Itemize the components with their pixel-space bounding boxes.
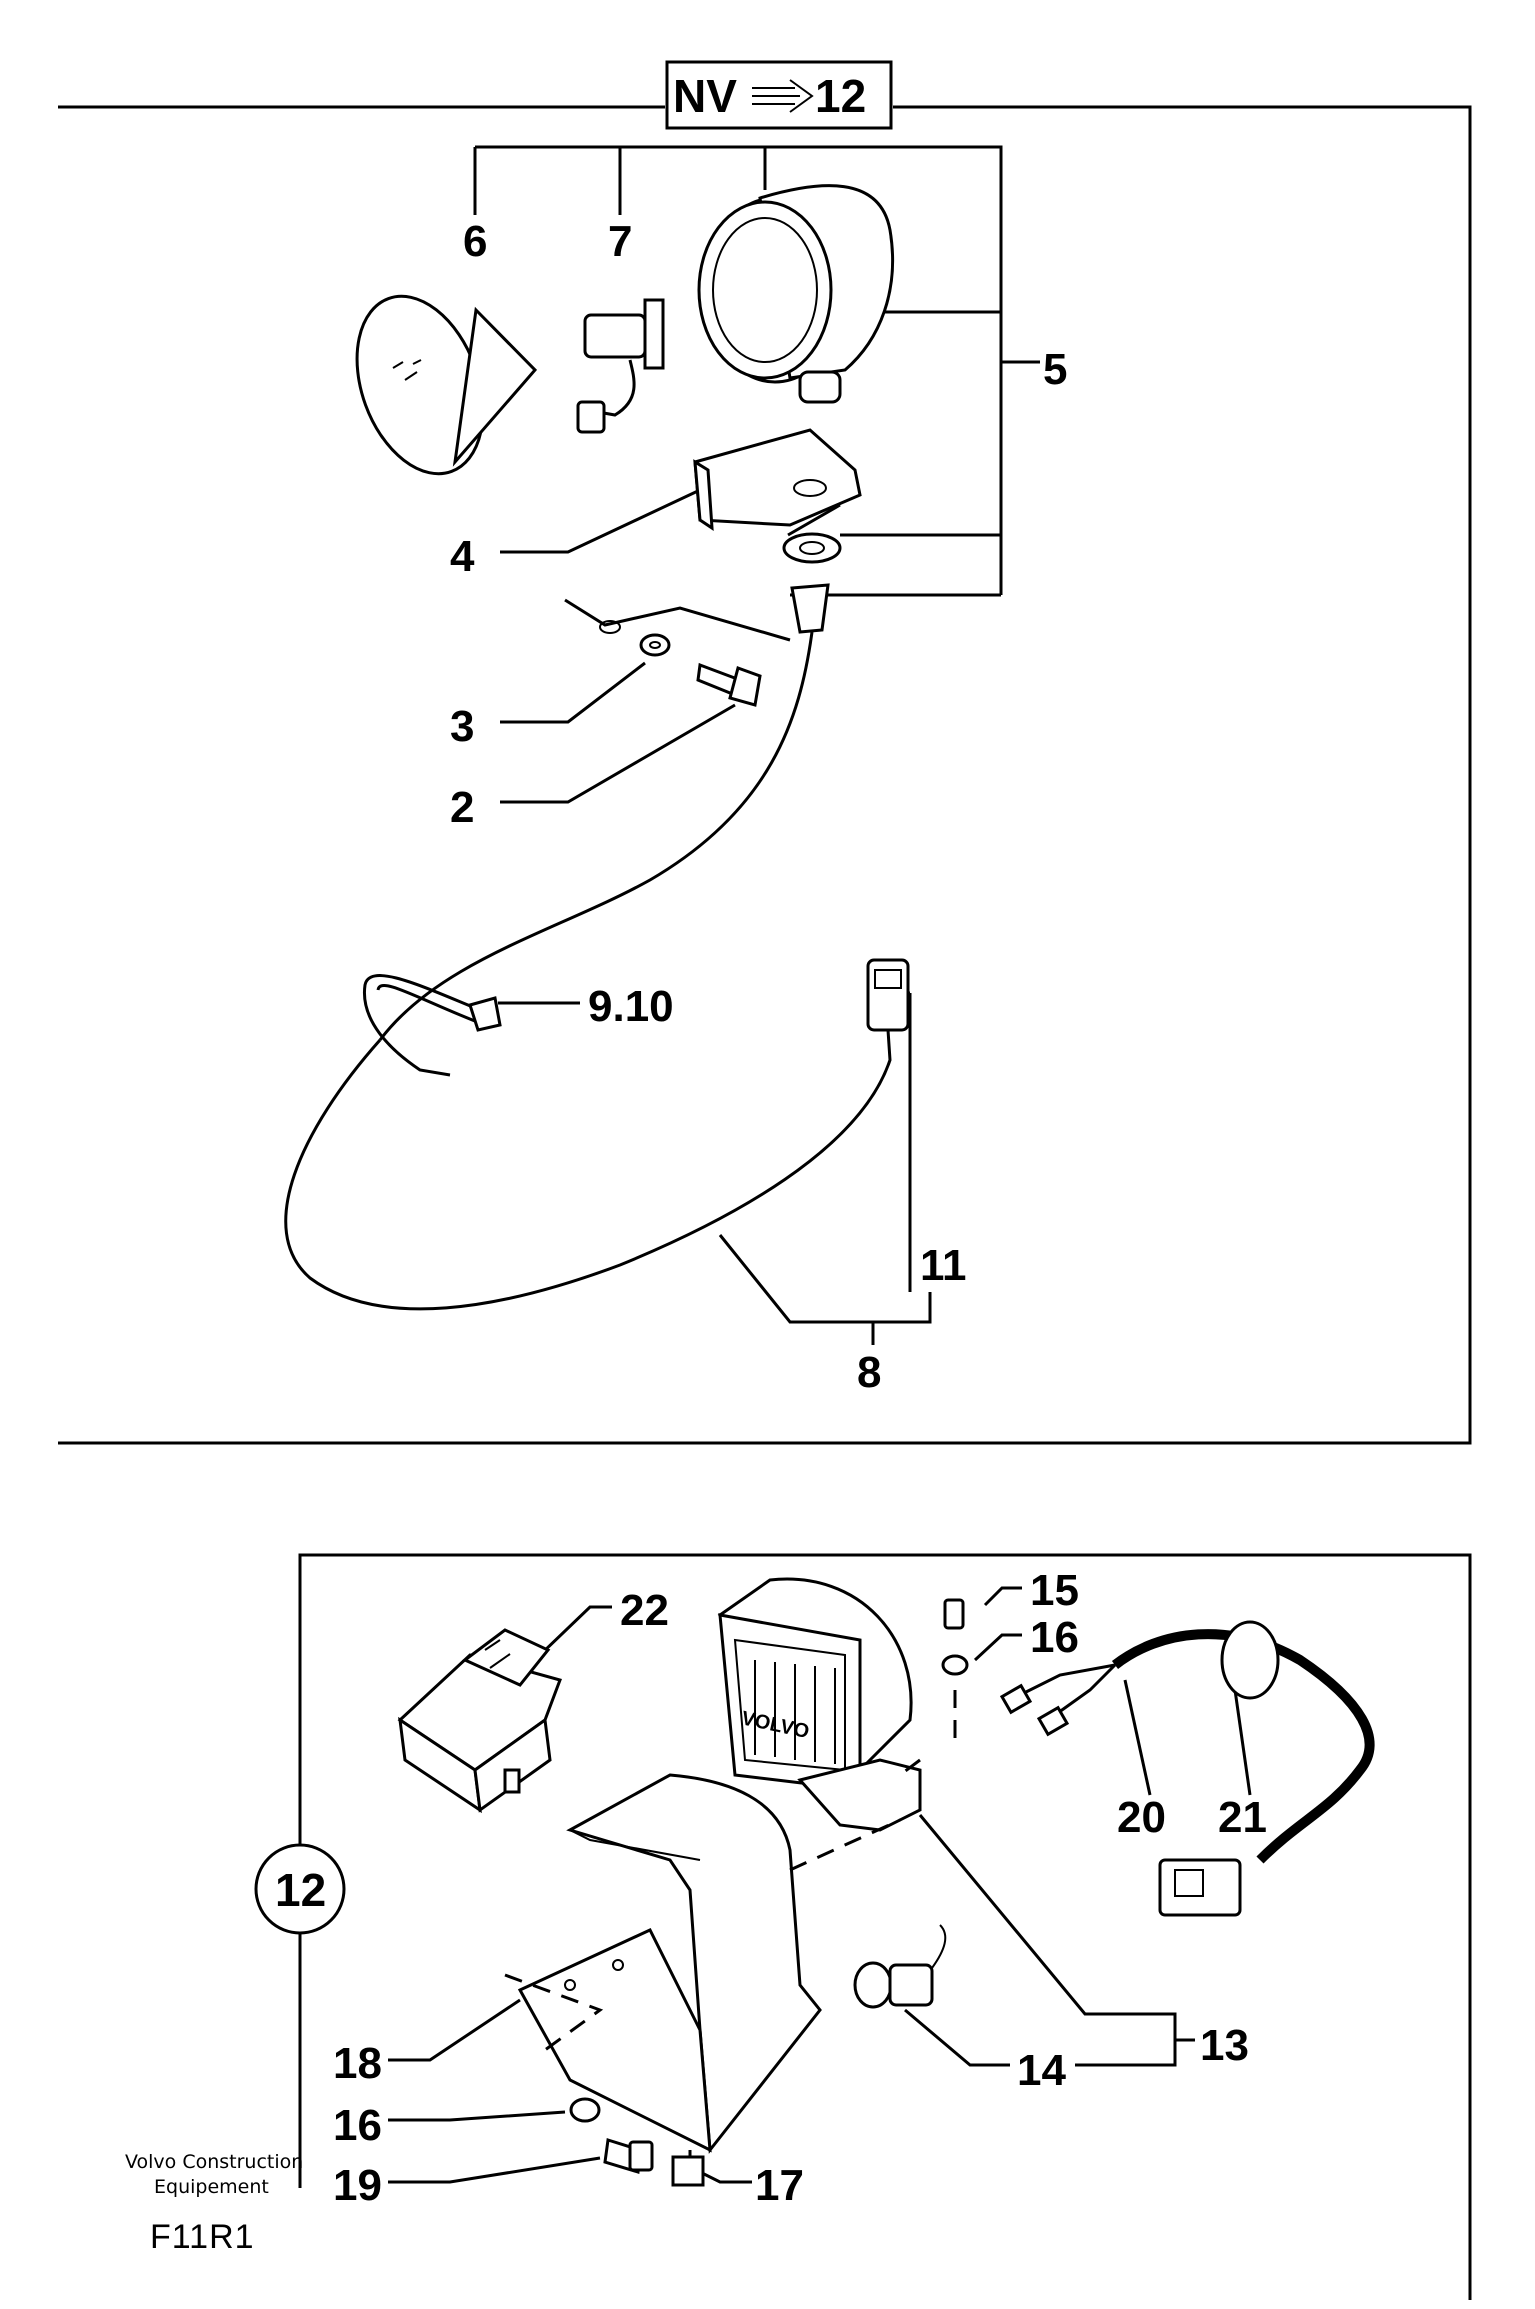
callout-16-top: 16 bbox=[1030, 1613, 1079, 1662]
bottom-panel: 12 22 15 16 20 21 13 14 18 16 19 17 bbox=[254, 1553, 1472, 2300]
callout-13: 13 bbox=[1200, 2021, 1249, 2070]
maker-line-2: Equipement bbox=[154, 2176, 269, 2198]
callout-15: 15 bbox=[1030, 1566, 1079, 1615]
connector-plug bbox=[1158, 1858, 1242, 1917]
figure-code: F11R1 bbox=[150, 2218, 255, 2256]
figure-number-circle bbox=[254, 1843, 346, 1935]
header-prefix: NV bbox=[673, 70, 737, 122]
callout-22: 22 bbox=[620, 1586, 669, 1635]
callout-6: 6 bbox=[463, 217, 487, 266]
connector-icon bbox=[866, 958, 910, 1032]
bulb-icon-bottom bbox=[853, 1924, 947, 2009]
screw-icon bbox=[943, 1598, 965, 1630]
callout-5: 5 bbox=[1043, 345, 1067, 394]
callout-8: 8 bbox=[857, 1348, 881, 1397]
work-lamp-icon: VOLVO bbox=[717, 1577, 922, 1832]
circle-label: 12 bbox=[275, 1864, 326, 1916]
wiring-harness-icon bbox=[999, 1629, 1375, 1917]
top-panel: NV 12 6 7 5 4 3 2 9.10 11 8 bbox=[58, 60, 1472, 1445]
callout-11: 11 bbox=[920, 1241, 967, 1290]
bolt-icon-bottom bbox=[603, 2138, 654, 2174]
footer: Volvo Construction Equipement F11R1 bbox=[125, 2151, 303, 2256]
bulb-icon bbox=[576, 298, 665, 434]
callout-20: 20 bbox=[1117, 1793, 1166, 1842]
callout-14: 14 bbox=[1017, 2046, 1066, 2095]
cable-tie-icon bbox=[362, 974, 502, 1077]
bracket-icon bbox=[693, 428, 862, 531]
grommet-icon bbox=[790, 583, 830, 634]
callout-2: 2 bbox=[450, 783, 474, 832]
arrow-icon bbox=[752, 79, 814, 113]
grommet-icon-bottom bbox=[1220, 1620, 1280, 1700]
callout-19: 19 bbox=[333, 2161, 382, 2210]
header-box: NV 12 bbox=[665, 60, 893, 130]
lens-cone-icon bbox=[355, 294, 538, 476]
callout-3: 3 bbox=[450, 702, 474, 751]
callout-9-10: 9.10 bbox=[588, 982, 674, 1031]
washer-icon-top bbox=[941, 1654, 969, 1676]
maker-line-1: Volvo Construction bbox=[125, 2151, 303, 2173]
nut-icon bbox=[782, 532, 842, 564]
callout-21: 21 bbox=[1218, 1793, 1267, 1842]
mounting-bracket-icon bbox=[517, 1773, 822, 2154]
callout-4: 4 bbox=[450, 532, 475, 581]
nut-icon-bottom bbox=[671, 2155, 705, 2187]
header-suffix: 12 bbox=[815, 70, 866, 122]
headlamp-icon bbox=[697, 184, 895, 404]
callout-17: 17 bbox=[755, 2161, 804, 2210]
callout-7: 7 bbox=[608, 217, 632, 266]
rocker-switch-icon bbox=[397, 1628, 562, 1814]
callout-18: 18 bbox=[333, 2039, 382, 2088]
bolt-icon bbox=[696, 662, 762, 707]
callout-16-bottom: 16 bbox=[333, 2101, 382, 2150]
washer-icon-bottom bbox=[569, 2097, 601, 2123]
washer-icon bbox=[639, 633, 671, 657]
